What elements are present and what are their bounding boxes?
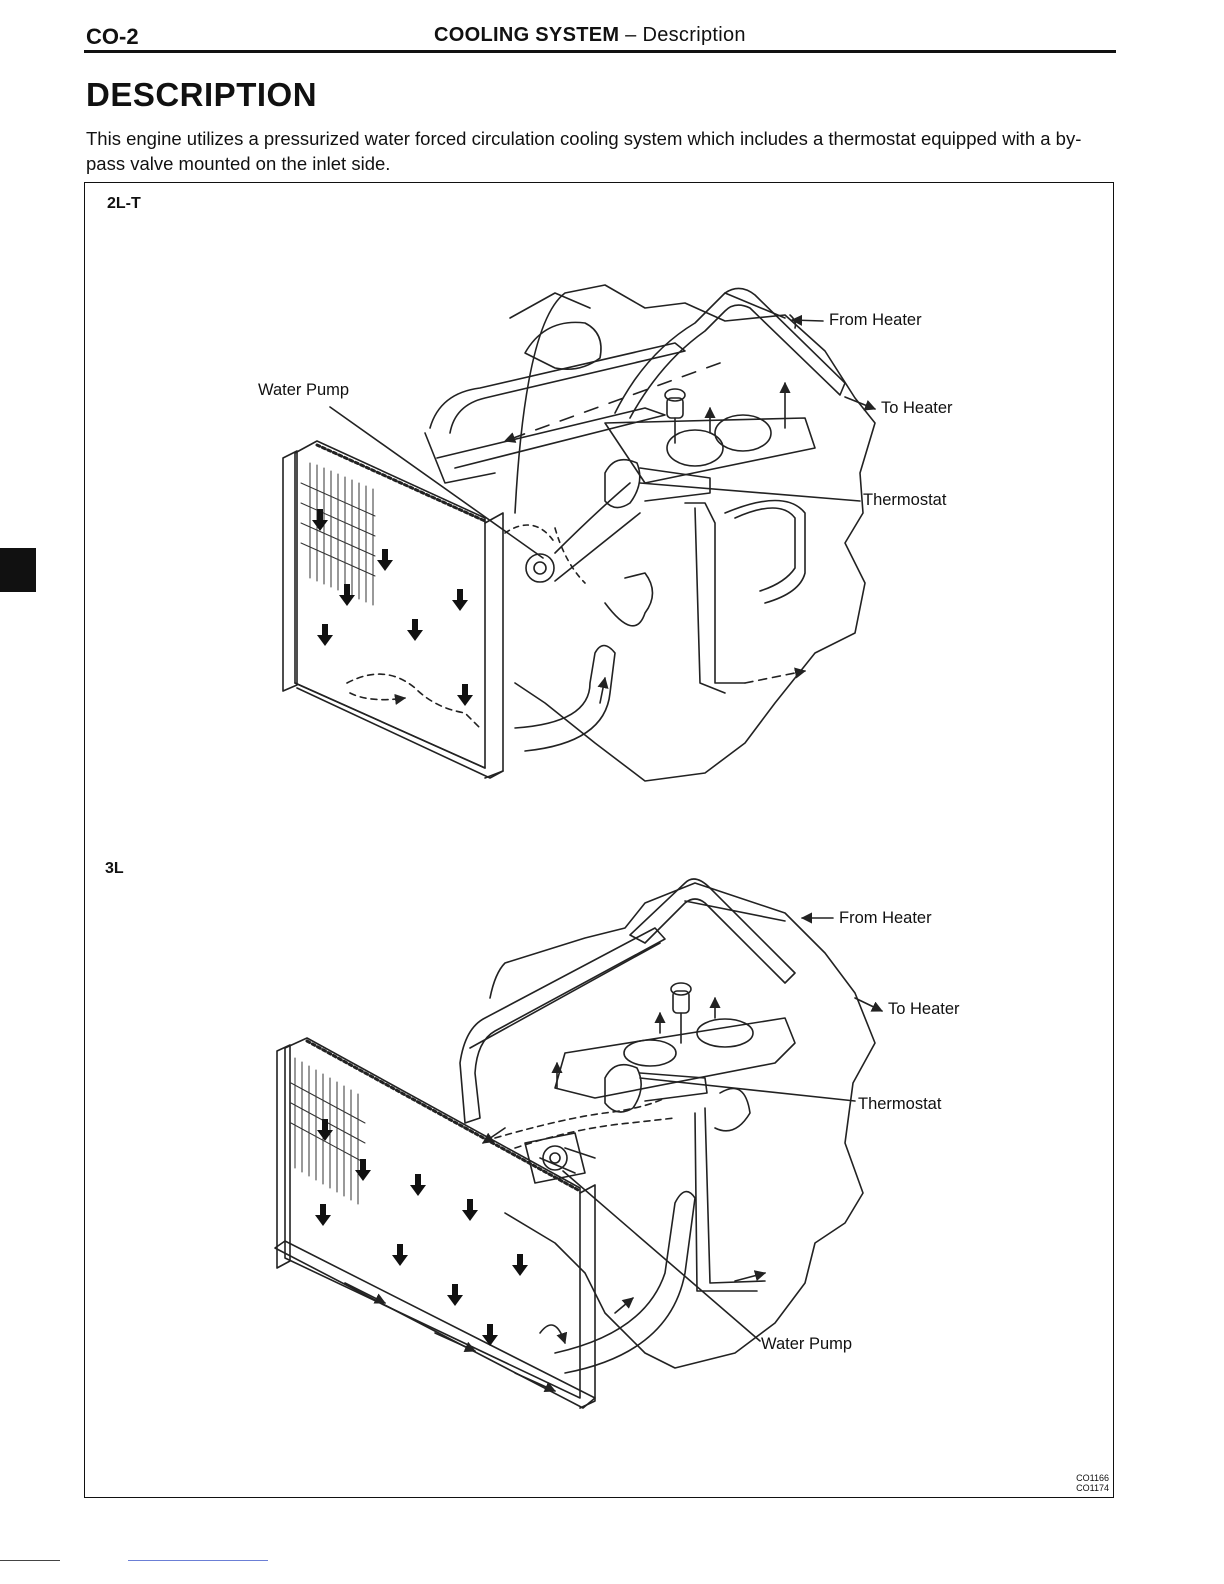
label-thermostat-3l: Thermostat [858, 1095, 942, 1113]
section-tab-marker [0, 548, 36, 592]
intro-paragraph: This engine utilizes a pressurized water… [86, 128, 1082, 174]
footer-rule-left [0, 1560, 60, 1561]
header-rule [84, 50, 1116, 53]
label-water-pump-3l: Water Pump [761, 1335, 853, 1353]
subsection-title: Description [642, 24, 746, 46]
label-to-heater-3l: To Heater [888, 1000, 960, 1018]
label-thermostat-2lt: Thermostat [863, 491, 947, 509]
engine-label-3l: 3L [105, 860, 124, 877]
figure-code: CO1174 [1076, 1483, 1109, 1493]
engine-label-2lt: 2L-T [107, 195, 141, 212]
label-to-heater-2lt: To Heater [881, 399, 953, 417]
section-title: COOLING SYSTEM [434, 24, 620, 46]
label-water-pump-2lt: Water Pump [258, 381, 350, 399]
running-header: COOLING SYSTEM – Description [434, 24, 746, 47]
figure-frame: 2L-T From Heater To Heater Water Pump Th… [84, 182, 1114, 1498]
page-number: CO-2 [86, 24, 139, 49]
label-from-heater-2lt: From Heater [829, 311, 922, 329]
cooling-system-illustrations [274, 284, 884, 1409]
figure-code: CO1166 [1076, 1473, 1109, 1483]
header-separator: – [619, 24, 643, 46]
footer-rule-right [128, 1560, 268, 1561]
figure-codes: CO1166 CO1174 [1076, 1473, 1109, 1493]
label-from-heater-3l: From Heater [839, 909, 932, 927]
figure-3l-drawing [274, 878, 884, 1409]
page-heading: DESCRIPTION [86, 76, 318, 113]
figure-2lt-drawing [282, 284, 877, 782]
